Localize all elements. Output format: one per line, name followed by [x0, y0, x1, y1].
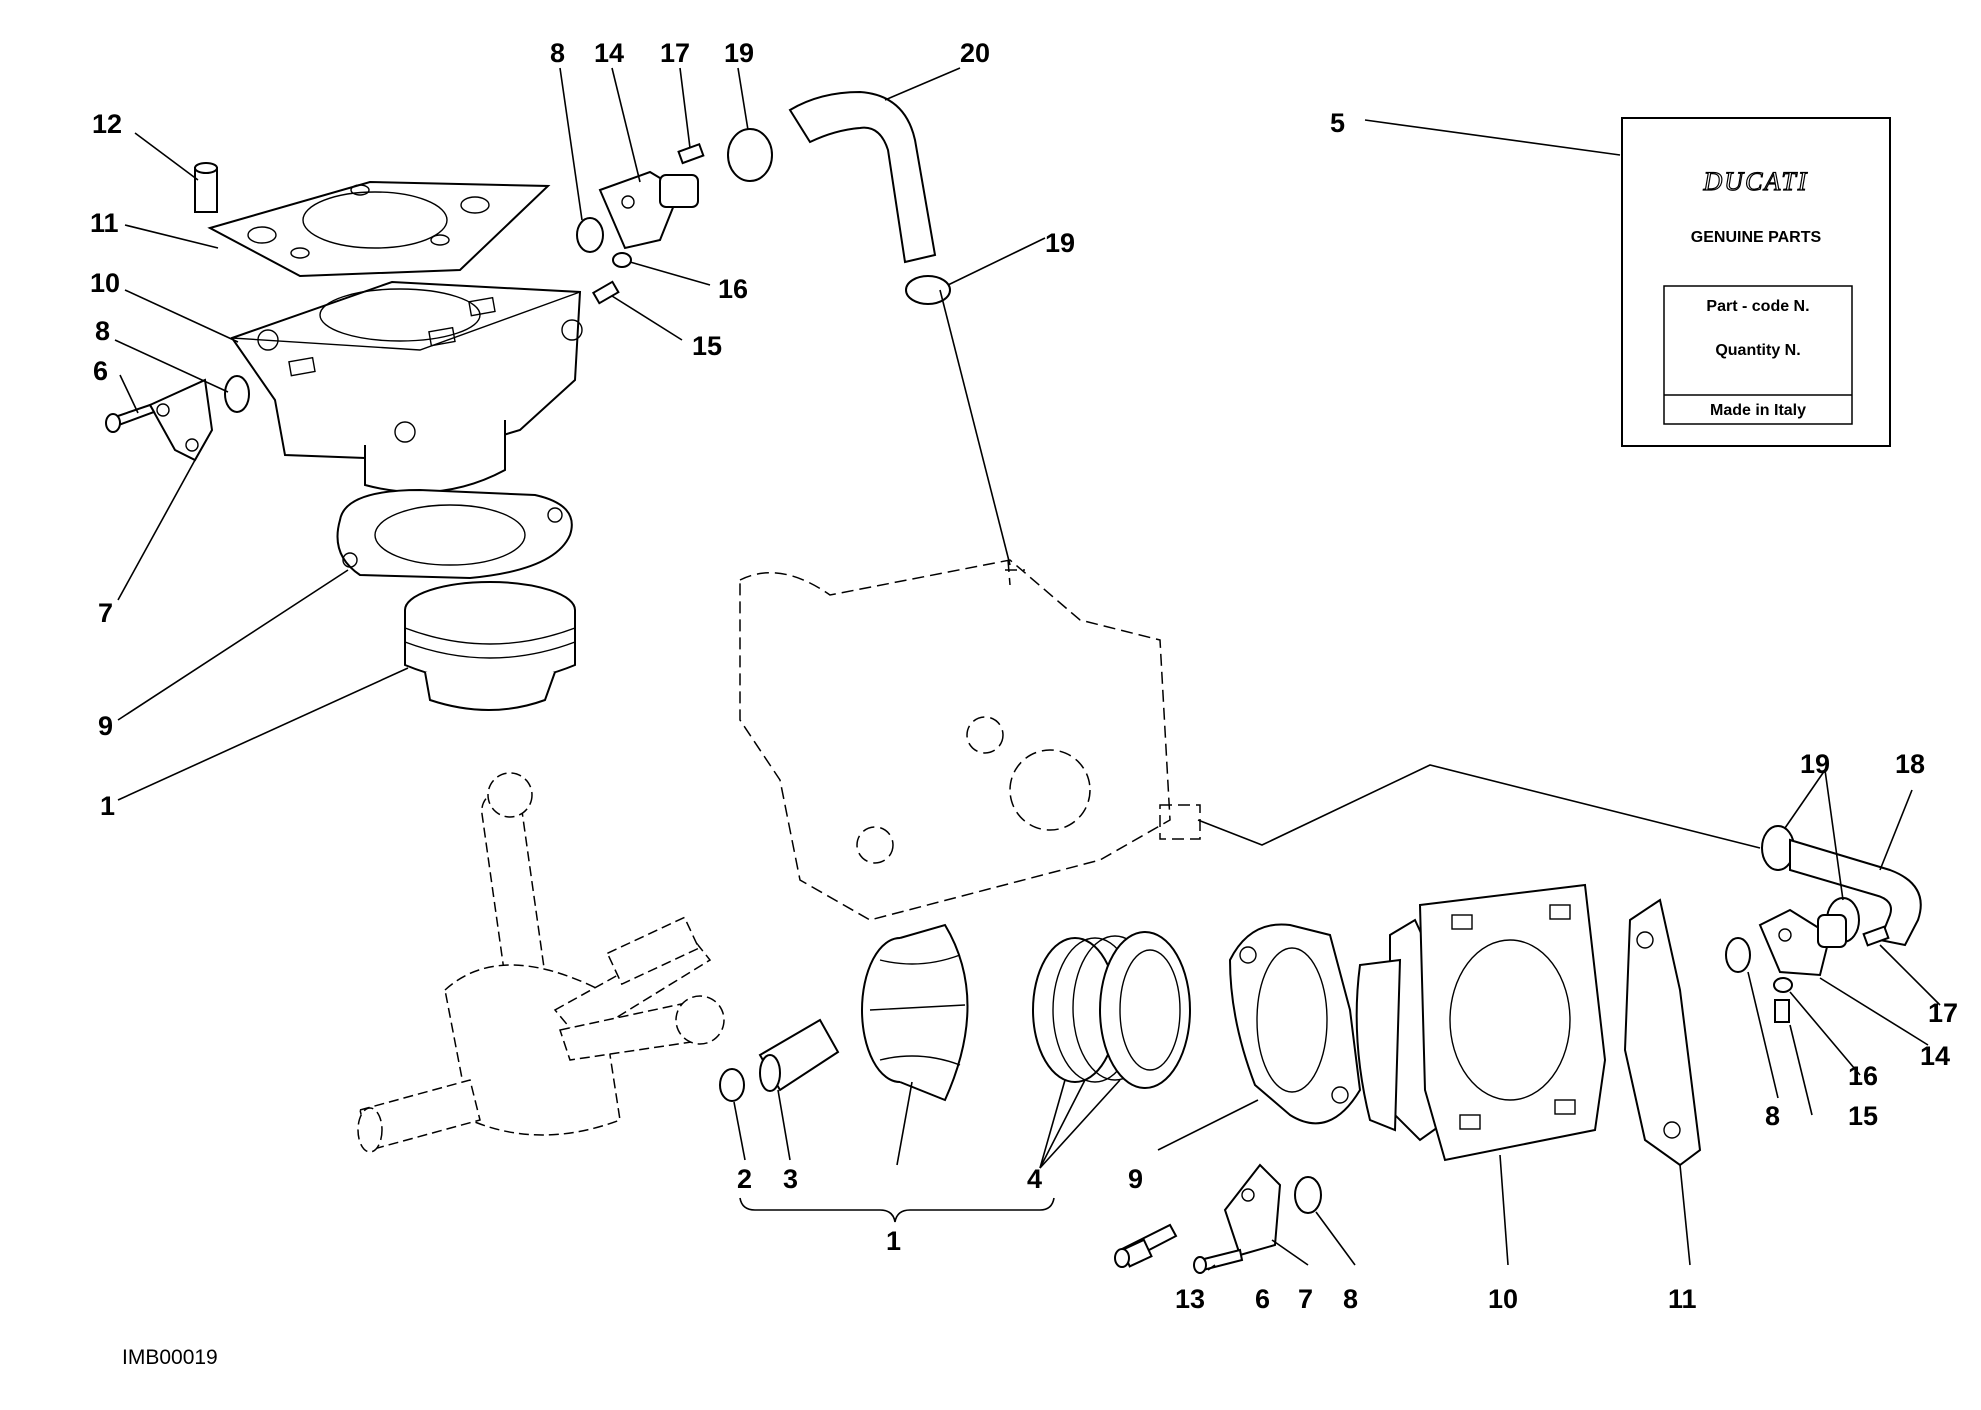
callout-16-right: 16: [1848, 1061, 1878, 1091]
genuine-parts-label: DUCATI GENUINE PARTS Part - code N. Quan…: [1621, 117, 1891, 447]
callout-10-bot: 10: [1488, 1284, 1518, 1314]
callout-19-top-b: 19: [1045, 228, 1075, 258]
callout-8-top-b: 8: [550, 38, 565, 68]
clamp-19-top-b: [905, 275, 951, 305]
callout-10-top: 10: [90, 268, 120, 298]
callout-12: 12: [92, 109, 122, 139]
callout-7-top: 7: [98, 598, 113, 628]
o-ring-right: [1725, 937, 1751, 973]
circlip: [719, 1068, 745, 1102]
water-flange-right: [1758, 908, 1847, 977]
flange-bottom: [1223, 1163, 1282, 1257]
coolant-hose-right: [1789, 838, 1922, 947]
callout-9-bot: 9: [1128, 1164, 1143, 1194]
callout-4: 4: [1027, 1164, 1042, 1194]
drawing-code: IMB00019: [122, 1346, 218, 1369]
callout-15-top: 15: [692, 331, 722, 361]
screw-17-top: [677, 142, 705, 165]
screw-17-right: [1862, 925, 1890, 947]
callout-8-bot: 8: [1343, 1284, 1358, 1314]
made-in-italy-label: Made in Italy: [1710, 402, 1806, 419]
screw-left: [105, 403, 156, 433]
crankcase-outline: [739, 559, 1201, 921]
piston-top: [404, 581, 576, 711]
o-ring-left: [224, 375, 250, 413]
head-gasket-top: [207, 180, 551, 278]
callout-labels: 12 11 10 8 6 7 9 1 8 14 17 19 20 19 16 1…: [90, 38, 1958, 1314]
washer-16-right: [1773, 977, 1793, 993]
cylinder-top: [230, 280, 583, 494]
callout-8-right: 8: [1765, 1101, 1780, 1131]
callout-19-right: 19: [1800, 749, 1830, 779]
ducati-logo: DUCATI: [1703, 167, 1809, 196]
o-ring-bottom: [1294, 1176, 1322, 1214]
piston-bottom: [861, 923, 969, 1102]
callout-3: 3: [783, 1164, 798, 1194]
head-gasket-bottom: [1418, 883, 1607, 1162]
callout-2: 2: [737, 1164, 752, 1194]
callout-18: 18: [1895, 749, 1925, 779]
callout-1-bracket: 1: [886, 1226, 901, 1256]
callout-6-bot: 6: [1255, 1284, 1270, 1314]
base-gasket-bottom: [1228, 923, 1362, 1125]
crankshaft: [357, 772, 725, 1153]
callout-9-top: 9: [98, 711, 113, 741]
flange-left: [148, 378, 214, 462]
screw-13-bottom: [1114, 1223, 1178, 1268]
water-flange-top: [598, 170, 699, 250]
coolant-hose-top: [788, 90, 937, 264]
callout-1-top: 1: [100, 791, 115, 821]
genuine-parts-title: GENUINE PARTS: [1691, 229, 1822, 246]
callout-5: 5: [1330, 108, 1345, 138]
base-gasket-top: [336, 488, 573, 580]
piston-rings: [1032, 931, 1191, 1089]
callout-14-top: 14: [594, 38, 624, 68]
o-ring-top: [576, 217, 604, 253]
leader-lines: [114, 67, 1941, 1271]
callout-11-bot: 11: [1668, 1284, 1697, 1314]
callout-17-right: 17: [1928, 998, 1958, 1028]
callout-19-top-a: 19: [724, 38, 754, 68]
callout-7-bot: 7: [1298, 1284, 1313, 1314]
part-code-label: Part - code N.: [1706, 298, 1809, 315]
dowel-pin: [194, 162, 218, 213]
callout-11-top: 11: [90, 208, 119, 238]
piston-pin: [758, 1018, 840, 1092]
washer-16-top: [612, 252, 632, 268]
screw-15-top: [591, 280, 620, 305]
callout-16-top: 16: [718, 274, 748, 304]
cover-plate-bottom: [1623, 898, 1702, 1167]
quantity-label: Quantity N.: [1715, 342, 1800, 359]
callout-13: 13: [1175, 1284, 1205, 1314]
callout-6-top: 6: [93, 356, 108, 386]
callout-8-top-a: 8: [95, 316, 110, 346]
clamp-19-top-a: [727, 128, 773, 182]
screw-15-right: [1774, 999, 1790, 1023]
callout-17-top: 17: [660, 38, 690, 68]
callout-14-right: 14: [1920, 1041, 1950, 1071]
callout-20: 20: [960, 38, 990, 68]
screw-6-bottom: [1193, 1248, 1244, 1274]
callout-15-right: 15: [1848, 1101, 1878, 1131]
